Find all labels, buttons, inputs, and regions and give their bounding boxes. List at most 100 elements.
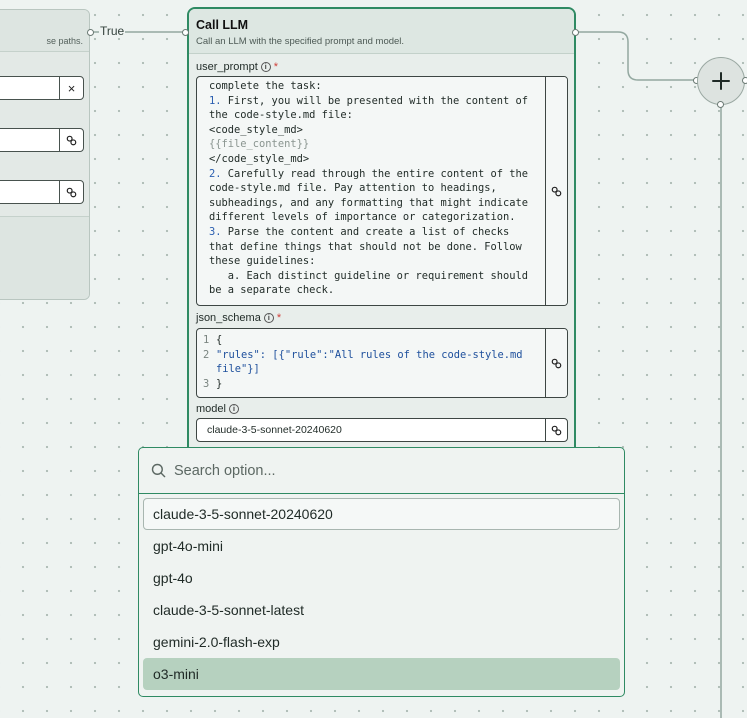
user-prompt-label: user_prompt i * [196,61,278,73]
dropdown-search[interactable] [139,448,624,494]
dropdown-options: claude-3-5-sonnet-20240620 gpt-4o-mini gpt… [143,498,620,690]
left-node-header: se paths. [0,10,89,52]
close-icon[interactable]: × [59,77,83,99]
prompt-line: 2. Carefully read through the entire con… [209,167,539,182]
required-mark: * [276,312,282,324]
code-text: file"}] [216,363,260,376]
add-node-output-handle[interactable] [742,77,747,84]
json-schema-code[interactable]: 1 {2 "rules": [{"rule":"All rules of the … [203,333,523,391]
left-node-description: se paths. [46,36,83,46]
left-node-footer [0,217,89,299]
line-number: 1 [203,334,210,346]
prompt-text-segment: complete the task: [209,80,322,92]
line-number: 3 [203,377,210,390]
plus-icon [712,72,730,90]
list-number: 1. [209,94,222,107]
list-number: 2. [209,167,222,180]
prompt-text-segment: that define things that should not be do… [209,240,522,253]
model-dropdown[interactable]: claude-3-5-sonnet-20240620 gpt-4o-mini gpt… [138,447,625,697]
prompt-line: these guidelines: [209,254,539,269]
info-icon[interactable]: i [228,404,239,414]
edge-label-true: True [99,24,126,38]
prompt-text-segment: the code-style.md file: [209,109,353,122]
list-number: 3. [209,225,222,238]
dropdown-option[interactable]: gemini-2.0-flash-exp [153,634,280,650]
call-llm-node[interactable]: Call LLM Call an LLM with the specified … [187,7,576,467]
prompt-text-segment: a. Each distinct guideline or requiremen… [209,269,529,282]
prompt-text-segment: Parse the content and create a list of c… [221,225,510,238]
dropdown-option[interactable]: o3-mini [143,658,620,690]
call-llm-output-handle[interactable] [572,29,579,36]
search-input[interactable] [174,462,594,479]
left-node-output-handle[interactable] [87,29,94,36]
prompt-text-segment: First, you will be presented with the co… [221,94,529,107]
prompt-line: </code_style_md> [209,152,539,167]
prompt-text-segment: different levels of importance or catego… [209,211,516,224]
prompt-text-segment: these guidelines: [209,255,316,268]
prompt-line: complete the task: [209,79,539,94]
link-icon[interactable] [59,181,83,203]
model-label: model i [196,403,239,415]
prompt-text-segment: subheadings, and any formatting that mig… [209,196,529,209]
prompt-line: that define things that should not be do… [209,240,539,255]
prompt-text-segment: Carefully read through the entire conten… [221,167,529,180]
link-icon[interactable] [59,129,83,151]
code-line: file"}] [203,362,523,377]
link-icon [551,186,562,196]
node-title: Call LLM [196,18,249,32]
model-value: claude-3-5-sonnet-20240620 [207,424,342,436]
prompt-line: 3. Parse the content and create a list o… [209,225,539,240]
dropdown-option[interactable]: gpt-4o-mini [153,538,224,554]
prompt-line: different levels of importance or catego… [209,210,539,225]
left-node[interactable]: se paths. × [0,9,90,300]
search-icon [151,463,166,478]
prompt-line: <code_style_md> [209,123,539,138]
model-label-text: model [196,403,226,415]
prompt-text-segment: be a separate check. [209,284,335,297]
prompt-text-segment: code-style.md file. Pay attention to hea… [209,182,497,195]
link-icon [551,425,562,435]
line-number: 2 [203,348,210,361]
left-node-field-2[interactable] [0,128,84,152]
add-node-button[interactable] [697,57,745,105]
prompt-line: {{file_content}} [209,137,539,152]
user-prompt-label-text: user_prompt [196,61,258,73]
call-llm-input-handle[interactable] [182,29,189,36]
dropdown-option[interactable]: claude-3-5-sonnet-latest [153,602,304,618]
json-schema-label: json_schema i * [196,312,281,324]
prompt-text-segment: </code_style_md> [209,152,310,165]
prompt-line: be a separate check. [209,283,539,298]
info-icon[interactable]: i [263,313,274,323]
user-prompt-text[interactable]: complete the task: 1. First, you will be … [209,79,539,298]
dropdown-option[interactable]: claude-3-5-sonnet-20240620 [143,498,620,530]
output-edge[interactable] [576,31,696,81]
user-prompt-link-button[interactable] [545,77,567,305]
prompt-line: code-style.md file. Pay attention to hea… [209,181,539,196]
code-line: 2 "rules": [{"rule":"All rules of the co… [203,348,523,363]
prompt-line: the code-style.md file: [209,108,539,123]
json-schema-editor[interactable]: 1 {2 "rules": [{"rule":"All rules of the … [196,328,568,398]
code-text: "rules": [{"rule":"All rules of the code… [216,348,523,361]
info-icon[interactable]: i [260,62,271,72]
code-text: { [216,334,223,346]
prompt-line: subheadings, and any formatting that mig… [209,196,539,211]
model-link-button[interactable] [545,419,567,441]
left-node-field-1[interactable]: × [0,76,84,100]
required-mark: * [273,61,279,73]
prompt-line: a. Each distinct guideline or requiremen… [209,269,539,284]
prompt-line: 1. First, you will be presented with the… [209,94,539,109]
call-llm-header: Call LLM Call an LLM with the specified … [189,9,574,54]
user-prompt-editor[interactable]: complete the task: 1. First, you will be … [196,76,568,306]
json-schema-link-button[interactable] [545,329,567,397]
dropdown-option[interactable]: gpt-4o [153,570,193,586]
add-node-bottom-handle[interactable] [717,101,724,108]
template-variable: {{file_content}} [209,138,310,151]
code-text: } [216,377,223,390]
prompt-text-segment: <code_style_md> [209,123,303,136]
node-description: Call an LLM with the specified prompt an… [196,36,405,47]
link-icon [551,358,562,368]
left-node-field-3[interactable] [0,180,84,204]
json-schema-label-text: json_schema [196,312,261,324]
model-select[interactable]: claude-3-5-sonnet-20240620 [196,418,568,442]
left-node-divider [0,216,89,217]
